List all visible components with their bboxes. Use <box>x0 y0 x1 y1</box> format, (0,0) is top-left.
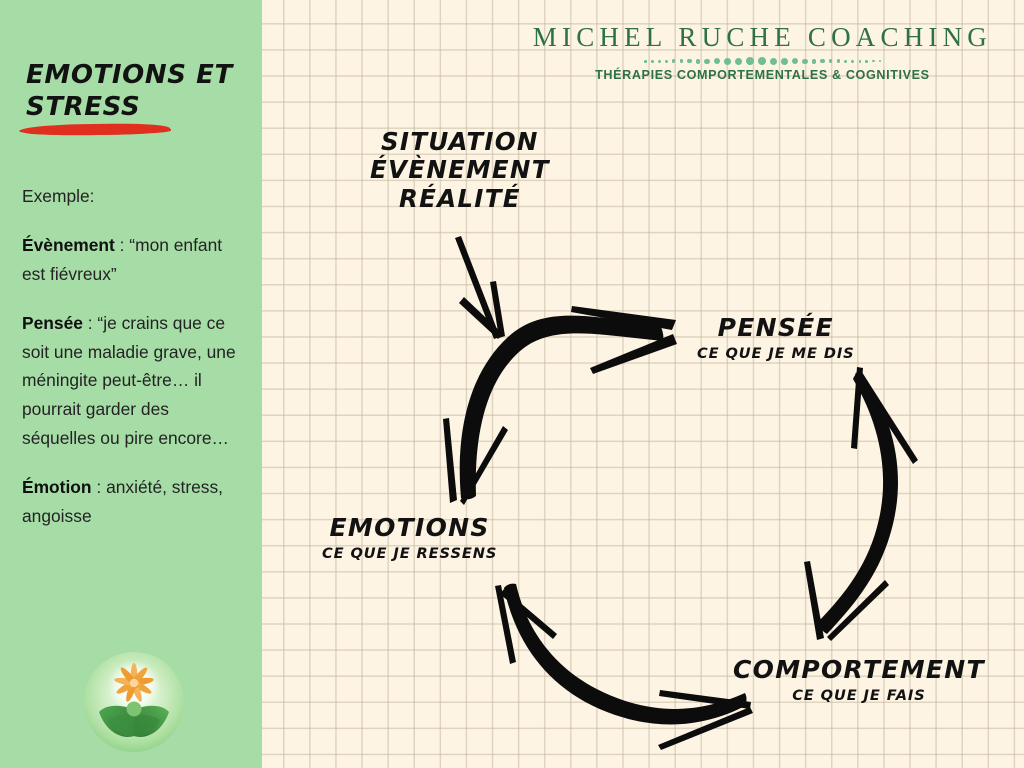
situation-line-1: SITUATION <box>380 127 539 156</box>
flower-leaves-logo-icon <box>84 652 184 752</box>
page-title: EMOTIONS ET STRESS <box>26 60 233 122</box>
pensee-title: PENSÉE <box>717 313 834 342</box>
entry-pensee: Pensée : “je crains que ce soit une mala… <box>22 309 242 453</box>
intro-text: Exemple: <box>22 186 95 206</box>
entry-evenement-label: Évènement <box>22 234 115 255</box>
arrow-emotions-pensee <box>443 306 677 505</box>
entry-emotion-label: Émotion <box>22 477 92 498</box>
entry-evenement-separator: : <box>114 234 130 255</box>
entry-emotion: Émotion : anxiété, stress, angoisse <box>22 473 242 531</box>
diagram-node-comportement: COMPORTEMENT CE QUE JE FAIS <box>733 655 985 706</box>
sidebar-body-text: Exemple: Évènement : “mon enfant est fié… <box>22 182 242 531</box>
brand-logo: MICHEL RUCHE COACHING THÉRAPIES COMPORTE… <box>533 22 992 82</box>
comportement-title: COMPORTEMENT <box>733 655 985 684</box>
flower-petals <box>114 663 154 702</box>
emotions-subtitle: CE QUE JE RESSENS <box>322 545 498 562</box>
diagram-node-emotions: EMOTIONS CE QUE JE RESSENS <box>322 513 497 564</box>
emotions-title: EMOTIONS <box>329 513 490 542</box>
entry-evenement: Évènement : “mon enfant est fiévreux” <box>22 231 242 289</box>
leaves-cradle <box>99 701 169 737</box>
arrow-pensee-comportement <box>804 367 918 641</box>
entry-pensee-text: “je crains que ce soit une maladie grave… <box>22 312 236 449</box>
diagram-node-situation: SITUATION ÉVÈNEMENT RÉALITÉ <box>370 127 550 213</box>
entry-pensee-separator: : <box>82 312 98 333</box>
entry-emotion-text: anxiété, stress, angoisse <box>22 477 224 527</box>
diagram-node-pensee: PENSÉE CE QUE JE ME DIS <box>697 313 855 364</box>
arrow-comportement-emotions <box>495 583 753 750</box>
comportement-subtitle: CE QUE JE FAIS <box>792 687 926 704</box>
pensee-subtitle: CE QUE JE ME DIS <box>697 345 855 362</box>
brand-tagline: THÉRAPIES COMPORTEMENTALES & COGNITIVES <box>595 68 930 83</box>
situation-line-2: ÉVÈNEMENT <box>370 155 550 185</box>
situation-line-3: RÉALITÉ <box>398 183 521 213</box>
dotted-divider-icon <box>533 55 992 67</box>
entry-pensee-label: Pensée <box>22 312 83 333</box>
title-underline-stroke <box>19 122 171 137</box>
entry-evenement-text: “mon enfant est fiévreux” <box>22 234 223 284</box>
arrow-situation-to-cycle <box>455 236 505 339</box>
entry-emotion-separator: : <box>91 477 107 498</box>
brand-name: MICHEL RUCHE COACHING <box>532 22 992 52</box>
sidebar-panel: EMOTIONS ET STRESS Exemple: Évènement : … <box>0 0 262 768</box>
